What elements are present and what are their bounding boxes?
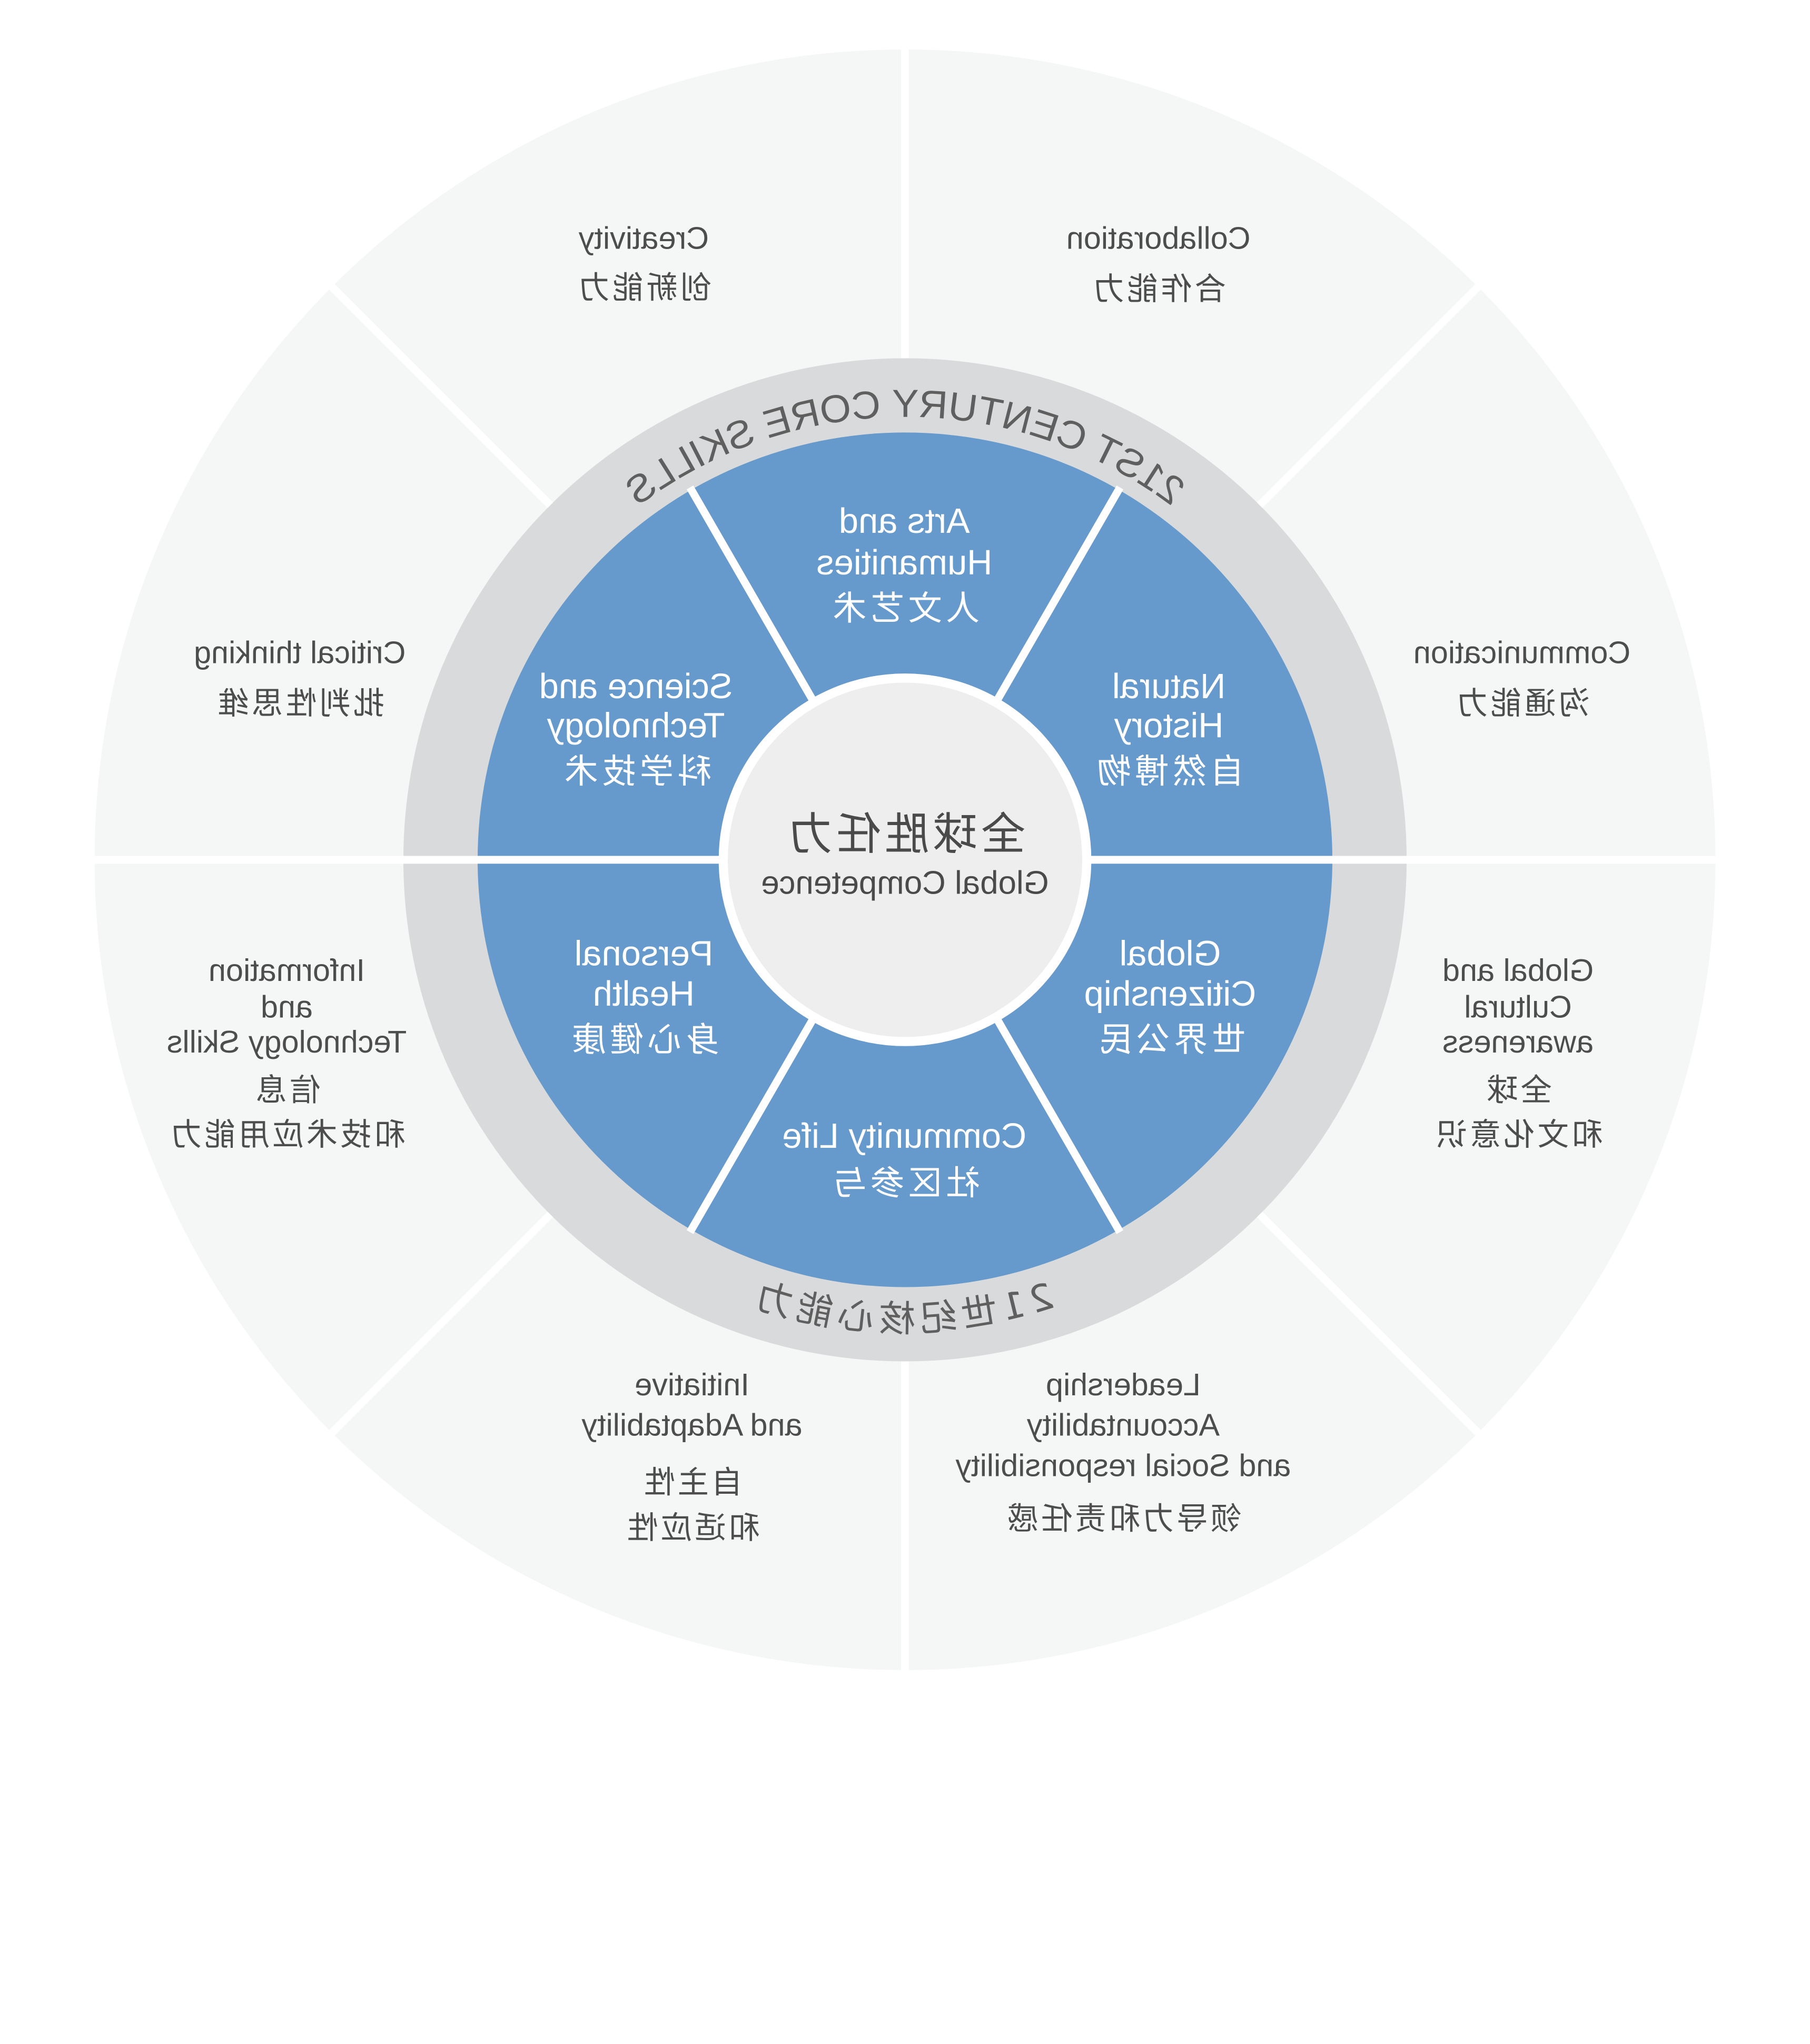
- skill-label-en: Creativity: [578, 221, 709, 256]
- center-title-zh: 全球胜任力: [785, 808, 1026, 860]
- separator-domain-diagonal: [686, 485, 817, 704]
- skill-label-en: Critical thinking: [194, 634, 406, 670]
- separator-outer-diagonal: [326, 281, 553, 508]
- skill-information-technology: Information and Technology Skills 信息 和技术…: [167, 952, 407, 1153]
- skill-label-zh: 领导力和责任感: [1005, 1501, 1242, 1537]
- separator-domain-diagonal: [993, 485, 1124, 704]
- domain-personal-health: Personal Health 身心健康: [568, 934, 719, 1059]
- domain-label-en: Technology: [547, 706, 725, 745]
- domain-label-zh: 身心健康: [568, 1020, 719, 1060]
- skill-label-en: Accountability: [1026, 1407, 1220, 1443]
- domain-label-en: Science and: [539, 667, 733, 706]
- domain-label-en: Personal: [575, 934, 714, 973]
- domain-label-en: Community Life: [782, 1117, 1026, 1156]
- domain-label-zh: 世界公民: [1095, 1020, 1246, 1060]
- domain-label-en: Citizenship: [1084, 975, 1257, 1014]
- skill-label-en: and: [261, 989, 313, 1024]
- skill-label-zh: 信息: [253, 1073, 321, 1109]
- skill-label-en: Initiative: [635, 1367, 749, 1402]
- skill-label-zh: 合作能力: [1091, 271, 1226, 307]
- domain-community-life: Community Life 社区参与: [782, 1117, 1026, 1203]
- domain-label-en: Health: [593, 975, 695, 1014]
- skill-label-en: awareness: [1442, 1024, 1594, 1059]
- skill-label-en: Leadership: [1046, 1367, 1201, 1402]
- skill-label-en: Global and: [1442, 952, 1594, 988]
- separator-outer-diagonal: [1257, 1212, 1484, 1438]
- skill-label-en: and Adaptability: [581, 1407, 803, 1443]
- skill-label-zh: 和文化意识: [1433, 1117, 1603, 1153]
- skill-label-zh: 和适应性: [624, 1510, 759, 1546]
- domain-science-technology: Science and Technology 科学技术: [539, 667, 733, 791]
- domain-natural-history: Natural History 自然博物: [1093, 667, 1244, 791]
- domain-label-en: Arts and: [839, 502, 970, 541]
- domain-label-en: History: [1114, 706, 1223, 745]
- skill-label-en: Communication: [1413, 634, 1631, 670]
- skill-global-cultural-awareness: Global and Cultural awareness 全球 和文化意识: [1433, 952, 1603, 1153]
- skill-critical-thinking: Critical thinking 批判性思维: [194, 634, 406, 721]
- domain-arts-humanities: Arts and Humanities 人文艺术: [816, 502, 992, 629]
- domain-label-en: Humanities: [816, 543, 992, 582]
- skill-label-en: Information: [209, 952, 365, 988]
- separator-outer-diagonal: [1257, 281, 1484, 508]
- skill-creativity: Creativity 创新能力: [576, 221, 711, 306]
- skill-label-zh: 自主性: [641, 1464, 743, 1501]
- domain-label-zh: 人文艺术: [829, 589, 980, 629]
- center-title-en: Global Competence: [761, 865, 1049, 901]
- domain-label-zh: 自然博物: [1093, 752, 1244, 791]
- domain-label-zh: 科学技术: [560, 752, 711, 791]
- domain-label-en: Global: [1119, 934, 1221, 973]
- skill-communication: Communication 沟通能力: [1413, 634, 1631, 721]
- skill-label-en: Collaboration: [1066, 221, 1251, 256]
- skill-label-en: Cultural: [1464, 989, 1572, 1024]
- domain-global-citizenship: Global Citizenship 世界公民: [1084, 934, 1257, 1059]
- separator-outer-diagonal: [326, 1212, 553, 1438]
- skill-label-en: and Social responsibility: [955, 1447, 1291, 1483]
- domain-label-zh: 社区参与: [829, 1164, 980, 1203]
- skill-label-zh: 全球: [1484, 1073, 1552, 1109]
- skill-label-zh: 沟通能力: [1454, 686, 1589, 722]
- skill-label-zh: 和技术应用能力: [168, 1117, 405, 1153]
- skill-label-zh: 批判性思维: [215, 686, 384, 722]
- skill-label-zh: 创新能力: [576, 270, 711, 306]
- skill-initiative-adaptability: Initiative and Adaptability 自主性 和适应性: [581, 1367, 803, 1546]
- skill-label-en: Technology Skills: [167, 1024, 407, 1059]
- skill-leadership: Leadership Accountability and Social res…: [955, 1367, 1291, 1537]
- separator-domain-diagonal: [993, 1016, 1124, 1234]
- skill-collaboration: Collaboration 合作能力: [1066, 221, 1251, 307]
- center-circle: [728, 682, 1082, 1037]
- domain-label-en: Natural: [1112, 667, 1225, 706]
- separator-domain-diagonal: [686, 1016, 817, 1234]
